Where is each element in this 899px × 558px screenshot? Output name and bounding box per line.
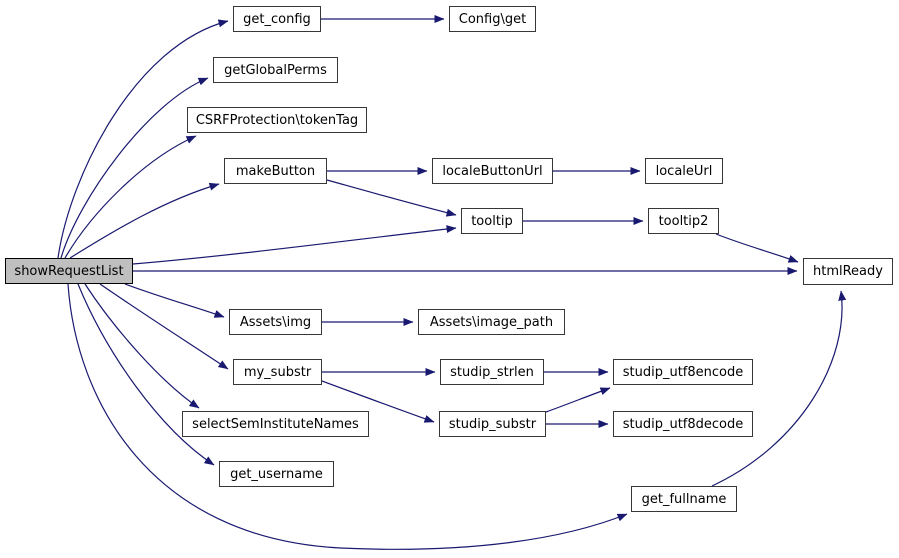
graph-node-studip_strlen[interactable]: studip_strlen (440, 359, 544, 385)
edge-showRequestList-to-csrfprotection-tokentag (64, 135, 197, 259)
edge-showRequestList-to-my_substr (99, 283, 229, 370)
graph-node-get_username[interactable]: get_username (219, 461, 334, 487)
edge-showRequestList-to-get_fullname (67, 283, 628, 550)
graph-node-get_config[interactable]: get_config (233, 6, 321, 32)
edge-showRequestList-to-selectSemInstituteNames (84, 283, 200, 409)
graph-node-tooltip[interactable]: tooltip (461, 208, 523, 234)
edge-showRequestList-to-get_username (77, 283, 215, 466)
graph-node-assets-img[interactable]: Assets\img (229, 309, 322, 335)
graph-node-localeButtonUrl[interactable]: localeButtonUrl (432, 158, 553, 184)
graph-node-localeUrl[interactable]: localeUrl (645, 158, 723, 184)
edge-tooltip2-to-htmlReady (715, 233, 799, 263)
graph-node-getGlobalPerms[interactable]: getGlobalPerms (213, 57, 338, 83)
edge-showRequestList-to-makeButton (69, 182, 220, 259)
graph-node-makeButton[interactable]: makeButton (224, 158, 327, 184)
graph-node-tooltip2[interactable]: tooltip2 (648, 208, 719, 234)
graph-node-htmlReady[interactable]: htmlReady (803, 258, 893, 285)
edge-get_fullname-to-htmlReady (711, 290, 847, 487)
edge-showRequestList-to-tooltip (132, 225, 457, 265)
graph-node-csrfprotection-tokentag[interactable]: CSRFProtection\tokenTag (187, 107, 367, 133)
graph-node-studip_utf8encode[interactable]: studip_utf8encode (613, 359, 753, 385)
graph-node-showRequestList[interactable]: showRequestList (5, 258, 133, 284)
graph-node-selectSemInstituteNames[interactable]: selectSemInstituteNames (182, 411, 369, 437)
graph-node-my_substr[interactable]: my_substr (233, 359, 322, 385)
graph-node-assets-image_path[interactable]: Assets\image_path (418, 309, 565, 335)
edge-studip_substr-to-studip_utf8encode (545, 387, 611, 413)
edge-makeButton-to-tooltip (326, 179, 457, 217)
edge-showRequestList-to-getGlobalPerms (60, 77, 209, 259)
graph-node-get_fullname[interactable]: get_fullname (631, 486, 737, 512)
edge-showRequestList-to-assets-img (124, 283, 225, 318)
graph-node-config-get[interactable]: Config\get (449, 6, 536, 32)
graph-node-studip_substr[interactable]: studip_substr (439, 411, 546, 437)
edge-my_substr-to-studip_substr (321, 380, 435, 423)
edge-showRequestList-to-get_config (57, 19, 229, 259)
graph-node-studip_utf8decode[interactable]: studip_utf8decode (613, 411, 753, 437)
